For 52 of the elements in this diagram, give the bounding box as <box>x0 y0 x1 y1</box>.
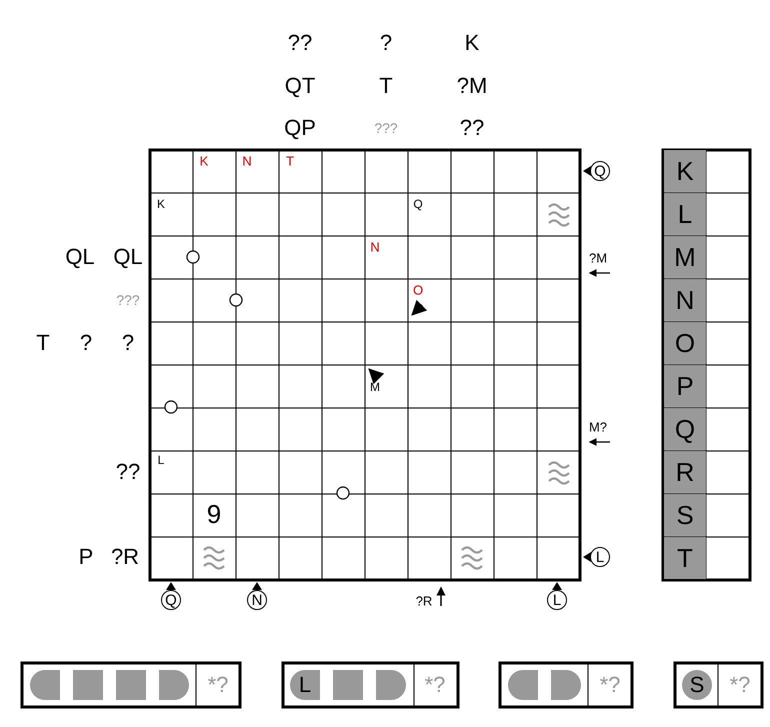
letter-cell: R <box>664 451 706 493</box>
ship-segment: L <box>290 670 320 700</box>
clue-text: K <box>157 198 165 210</box>
clue-text: T <box>379 75 393 97</box>
letter-cell: N <box>664 279 706 321</box>
ship-segment: S <box>682 670 712 700</box>
letter-cell: K <box>664 150 706 192</box>
clue-text: QL <box>65 246 95 268</box>
clue-text: ? <box>380 32 392 54</box>
circled-letter: L <box>590 547 610 567</box>
clue-text: L <box>158 454 164 466</box>
letter-cell: O <box>664 322 706 364</box>
clue-text: K <box>464 32 480 54</box>
hint-text: *? <box>730 674 750 696</box>
clue-text: QP <box>284 117 316 139</box>
clue-text: ?? <box>288 32 312 54</box>
circled-letter: N <box>247 590 267 610</box>
clue-text: ?? <box>460 117 484 139</box>
cell-letter: K <box>200 154 208 168</box>
letter-cell: T <box>664 537 706 579</box>
clue-text: ?M <box>588 252 608 264</box>
clue-text: 9 <box>206 501 222 527</box>
letter-cell: S <box>664 494 706 536</box>
circled-letter: Q <box>590 161 610 181</box>
clue-text: ?? <box>116 461 140 483</box>
clue-text: M <box>370 381 380 393</box>
clue-text: Q <box>413 198 423 210</box>
cell-letter: N <box>242 154 252 168</box>
clue-text: QT <box>284 75 316 97</box>
clue-text: M? <box>588 420 608 434</box>
letter-cell: L <box>664 193 706 235</box>
clue-text: ?M <box>456 75 488 97</box>
cell-letter: O <box>412 284 424 296</box>
circled-letter: Q <box>161 590 181 610</box>
letter-cell: P <box>664 365 706 407</box>
clue-text: ?R <box>416 594 432 608</box>
letter-cell: Q <box>664 408 706 450</box>
hint-text: ??? <box>374 121 398 135</box>
hint-text: *? <box>600 674 620 696</box>
letter-cell: M <box>664 236 706 278</box>
hint-text: *? <box>208 674 228 696</box>
clue-text: ? <box>122 332 134 354</box>
hint-text: *? <box>424 674 446 696</box>
clue-text: P <box>78 546 94 568</box>
cell-letter: N <box>370 240 380 254</box>
cell-letter: T <box>286 154 294 168</box>
circled-letter: L <box>547 590 567 610</box>
clue-text: ?R <box>110 546 140 568</box>
clue-text: ? <box>80 332 92 354</box>
clue-text: T <box>36 332 50 354</box>
clue-text: QL <box>113 246 143 268</box>
hint-text: ??? <box>116 293 140 307</box>
